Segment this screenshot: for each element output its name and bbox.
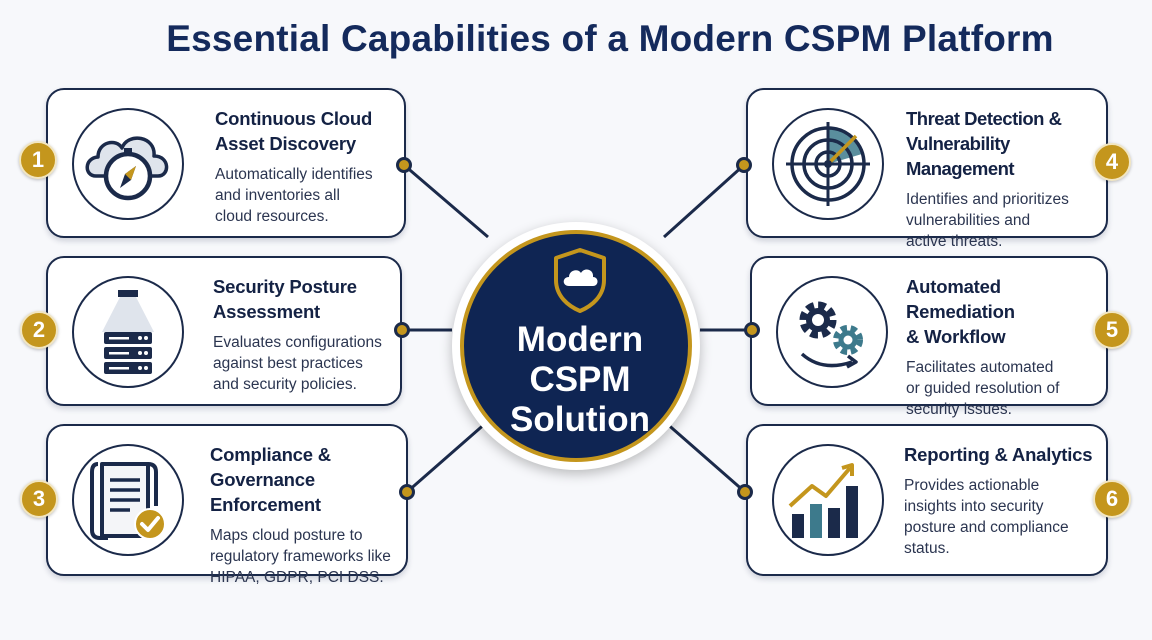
capability-description: Automatically identifies and inventories… xyxy=(215,166,373,225)
icon-circle xyxy=(72,444,184,556)
connector-dot-5 xyxy=(744,322,760,338)
hub-line-2: CSPM xyxy=(529,360,631,399)
page-title: Essential Capabilities of a Modern CSPM … xyxy=(166,18,1054,59)
capability-card-5: Automated Remediation & Workflow Facilit… xyxy=(750,256,1108,418)
cloud-shield-icon xyxy=(554,248,606,313)
icon-circle xyxy=(772,444,884,556)
connector-4 xyxy=(662,163,746,239)
connector-dot-2 xyxy=(394,322,410,338)
step-badge-5: 5 xyxy=(1093,311,1131,349)
connector-6 xyxy=(664,420,746,494)
connector-dot-3 xyxy=(399,484,415,500)
center-hub-inner: Modern CSPM Solution xyxy=(460,230,692,462)
connector-dot-6 xyxy=(737,484,753,500)
capability-card-2: Security Posture Assessment Evaluates co… xyxy=(46,256,402,406)
document-check-icon xyxy=(90,462,166,540)
hub-label: Modern CSPM Solution xyxy=(464,320,696,440)
hub-line-1: Modern xyxy=(516,320,644,359)
capability-title: Reporting & Analytics xyxy=(904,444,1093,465)
icon-circle xyxy=(776,276,888,388)
connector-3 xyxy=(406,420,488,494)
radar-icon xyxy=(786,122,870,206)
capability-card-1: Continuous Cloud Asset Discovery Automat… xyxy=(46,88,406,238)
bar-chart-trend-icon xyxy=(788,463,858,538)
capability-title: Threat Detection & Vulnerability Managem… xyxy=(906,108,1062,179)
capability-description: Facilitates automated or guided resoluti… xyxy=(906,359,1060,418)
capability-card-3: Compliance & Governance Enforcement Maps… xyxy=(46,424,408,586)
server-scan-icon xyxy=(102,290,154,374)
icon-circle xyxy=(72,108,184,220)
capability-description: Identifies and prioritizes vulnerabiliti… xyxy=(906,191,1069,250)
step-badge-2: 2 xyxy=(20,311,58,349)
gears-icon xyxy=(799,301,863,369)
connector-dot-4 xyxy=(736,157,752,173)
capability-title: Automated Remediation & Workflow xyxy=(906,276,1015,347)
icon-circle xyxy=(72,276,184,388)
capability-title: Compliance & Governance Enforcement xyxy=(210,444,331,515)
step-badge-6: 6 xyxy=(1093,480,1131,518)
capability-card-6: Reporting & Analytics Provides actionabl… xyxy=(746,424,1108,576)
capability-description: Evaluates configurations against best pr… xyxy=(213,334,382,393)
center-hub: Modern CSPM Solution xyxy=(452,222,700,470)
connector-dot-1 xyxy=(396,157,412,173)
step-badge-4: 4 xyxy=(1093,143,1131,181)
step-badge-3: 3 xyxy=(20,480,58,518)
capability-description: Maps cloud posture to regulatory framewo… xyxy=(210,527,391,586)
icon-circle xyxy=(772,108,884,220)
capability-description: Provides actionable insights into securi… xyxy=(904,477,1069,557)
capability-title: Continuous Cloud Asset Discovery xyxy=(215,108,373,154)
connector-1 xyxy=(403,163,489,239)
cloud-compass-icon xyxy=(85,136,169,201)
step-badge-1: 1 xyxy=(19,141,57,179)
capability-title: Security Posture Assessment xyxy=(213,276,357,322)
capability-card-4: Threat Detection & Vulnerability Managem… xyxy=(746,88,1108,250)
hub-line-3: Solution xyxy=(510,400,650,439)
